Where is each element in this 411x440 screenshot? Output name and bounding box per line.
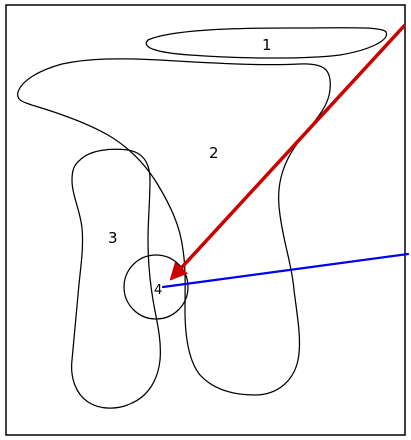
region-1-label: 1 [262,36,272,54]
blue-ray-line [163,254,408,287]
region-2-outline [18,59,331,395]
region-3-label: 3 [108,229,118,247]
region-3-outline [72,149,161,408]
red-pointer-arrow [172,26,404,278]
region-2-label: 2 [209,144,219,162]
query-point-label: 4 [154,283,162,298]
diagram-border [6,5,405,435]
